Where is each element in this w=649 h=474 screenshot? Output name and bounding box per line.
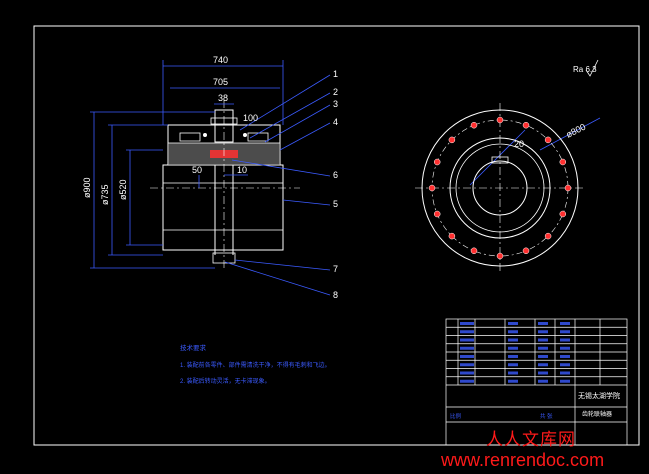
- part-balloons: 1 2 3 4 6 5 7 8: [333, 69, 338, 300]
- title-block-texts: 无锡太湖学院 齿轮联轴器 比例 共 张: [450, 391, 620, 420]
- bom-cell-text: [508, 346, 518, 350]
- bom-cell-text: [460, 379, 474, 383]
- bom-cell-text: [560, 379, 570, 383]
- bom-cell-text: [538, 371, 548, 375]
- bom-cell-text: [560, 363, 570, 367]
- company-name: 无锡太湖学院: [578, 391, 620, 400]
- bolt-hole: [522, 247, 530, 255]
- bolt-hole: [559, 158, 567, 166]
- dim-offset-a: 50: [192, 165, 202, 175]
- roughness-symbol: [585, 59, 599, 77]
- drawing-name: 齿轮联轴器: [582, 410, 612, 418]
- bom-cell-text: [560, 355, 570, 358]
- bom-cell-text: [508, 355, 518, 358]
- bom-cell-text: [560, 330, 570, 334]
- bolt-hole: [470, 247, 478, 255]
- top-bolt: [214, 109, 234, 143]
- bom-cell-text: [508, 322, 518, 325]
- balloon: 7: [333, 264, 338, 274]
- bolt-hole: [470, 121, 478, 129]
- dim-bolt-circle: ø800: [564, 122, 587, 140]
- bom-cell-text: [538, 379, 548, 383]
- bolt-hole: [496, 116, 504, 124]
- bom-cell-text: [460, 338, 474, 342]
- bolt-hole: [448, 136, 456, 144]
- bom-cell-text: [560, 338, 570, 342]
- dim-overall-length: 740: [213, 55, 228, 65]
- bolt-hole: [564, 184, 572, 192]
- bom-cell-text: [460, 346, 474, 350]
- notes-heading: 技术要求: [180, 343, 207, 352]
- bom-cell-text: [460, 322, 474, 325]
- dim-offset-b: 10: [237, 165, 247, 175]
- balloon: 1: [333, 69, 338, 79]
- end-view: [415, 103, 585, 273]
- bom-cell-text: [538, 346, 548, 350]
- sheet-label: 共 张: [540, 412, 553, 420]
- balloon: 3: [333, 99, 338, 109]
- notes-line-2: 2. 装配后转动灵活，无卡滞现象。: [180, 377, 271, 385]
- bom-cell-text: [460, 371, 474, 375]
- bom-cell-text: [460, 355, 474, 358]
- watermark-chinese: 人人文库网: [486, 430, 576, 450]
- bolt-hole: [448, 232, 456, 240]
- bolt-hole: [559, 210, 567, 218]
- coupling-body: [162, 164, 284, 251]
- dim-outer-dia: ø900: [82, 177, 92, 198]
- bom-cell-text: [508, 330, 518, 334]
- dim-gap-small: 38: [218, 93, 228, 103]
- bolt-hole: [522, 121, 530, 129]
- bom-cell-text: [560, 322, 570, 325]
- section-view: [150, 100, 300, 270]
- bolt-hole: [428, 184, 436, 192]
- dim-hub-dia: ø520: [118, 179, 128, 200]
- title-block: [445, 318, 628, 446]
- watermark-url: www.renrendoc.com: [441, 450, 605, 470]
- bom-cell-text: [538, 330, 548, 334]
- bom-cell-text: [460, 330, 474, 334]
- bolt-hole: [544, 136, 552, 144]
- bom-cell-text: [538, 338, 548, 342]
- balloon: 5: [333, 199, 338, 209]
- bolt-hole: [496, 252, 504, 260]
- scale-label: 比例: [450, 412, 462, 420]
- dim-bolt-pitch: 100: [243, 113, 258, 123]
- bom-cells: [460, 322, 570, 383]
- bom-cell-text: [508, 363, 518, 367]
- bolt-holes: [428, 116, 572, 260]
- bolt-hole: [544, 232, 552, 240]
- balloon: 4: [333, 117, 338, 127]
- bolt-hole: [433, 158, 441, 166]
- bom-cell-text: [560, 371, 570, 375]
- dimension-texts: 740 705 38 100 50 10 ø900 ø735 ø520 ø800…: [82, 55, 597, 205]
- balloon: 8: [333, 290, 338, 300]
- roughness-label: Ra 6.3: [573, 65, 597, 74]
- bom-cell-text: [508, 379, 518, 383]
- bolt-hole: [433, 210, 441, 218]
- dimension-lines: [90, 60, 601, 296]
- bom-cell-text: [508, 338, 518, 342]
- balloon: 6: [333, 170, 338, 180]
- bom-cell-text: [538, 322, 548, 325]
- dim-middle-dia: ø735: [100, 184, 110, 205]
- bom-cell-text: [538, 363, 548, 367]
- bom-cell-text: [560, 346, 570, 350]
- dim-keyway: 20: [514, 139, 524, 149]
- technical-notes: 技术要求 1. 装配前各零件、部件需清洗干净，不得有毛刺和飞边。 2. 装配后转…: [180, 343, 331, 385]
- bom-cell-text: [460, 363, 474, 367]
- drawing-frame: [33, 25, 640, 446]
- dim-hub-span: 705: [213, 77, 228, 87]
- bom-cell-text: [538, 355, 548, 358]
- bom-cell-text: [508, 371, 518, 375]
- notes-line-1: 1. 装配前各零件、部件需清洗干净，不得有毛刺和飞边。: [180, 361, 331, 369]
- balloon: 2: [333, 87, 338, 97]
